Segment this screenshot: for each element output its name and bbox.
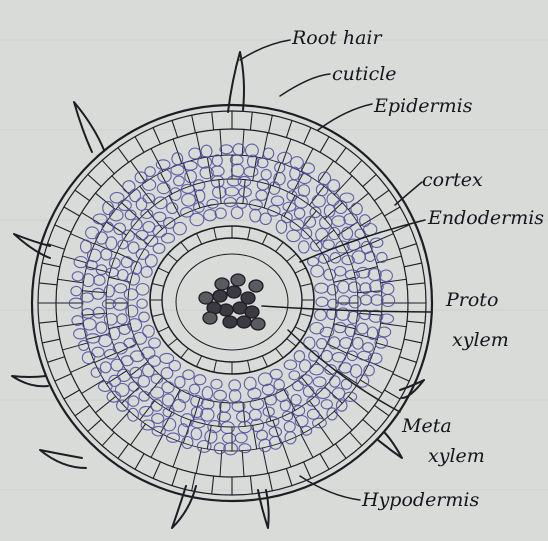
cortex-cells xyxy=(69,144,394,455)
endodermis-outer-ring xyxy=(150,226,314,374)
endodermis-inner-ring xyxy=(162,238,302,362)
label-protoxylem-line2: xylem xyxy=(452,329,509,351)
pericycle-ring xyxy=(176,254,288,350)
label-metaxylem-line1: Meta xyxy=(401,415,452,437)
label-endodermis: Endodermis xyxy=(427,207,544,229)
label-metaxylem-line2: xylem xyxy=(428,445,485,467)
xylem-cluster xyxy=(199,274,265,330)
label-cuticle: cuticle xyxy=(332,63,397,85)
label-hypodermis: Hypodermis xyxy=(361,489,479,511)
hypodermis-cells xyxy=(56,129,408,476)
label-cortex: cortex xyxy=(422,169,483,191)
label-root-hair: Root hair xyxy=(291,27,383,49)
label-protoxylem-line1: Proto xyxy=(445,289,498,311)
label-epidermis: Epidermis xyxy=(373,95,473,117)
